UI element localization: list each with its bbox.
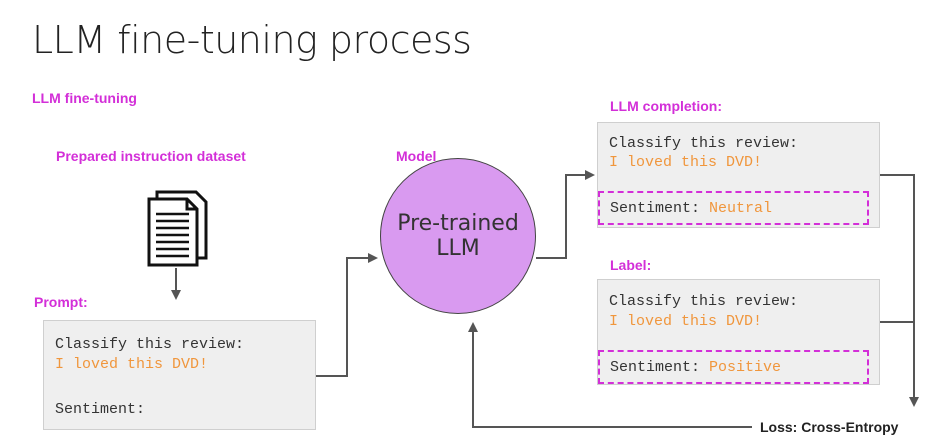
loss-label: Loss: Cross-Entropy <box>760 419 899 435</box>
page-title: LLM fine-tuning process <box>32 18 472 62</box>
completion-sentiment-value: Neutral <box>709 200 773 217</box>
prompt-line-1: Classify this review: <box>55 336 245 353</box>
completion-box: Classify this review: I loved this DVD! … <box>597 122 880 228</box>
label-sentiment-value: Positive <box>709 359 782 376</box>
dataset-label: Prepared instruction dataset <box>56 148 246 164</box>
completion-sentiment-highlight: Sentiment: Neutral <box>598 191 869 225</box>
label-label: Label: <box>610 257 652 273</box>
prompt-box: Classify this review: I loved this DVD! … <box>43 320 316 430</box>
bracket-completion <box>880 174 915 322</box>
completion-sentiment-row: Sentiment: Neutral <box>610 200 772 217</box>
section-label: LLM fine-tuning <box>32 90 137 106</box>
label-line-2: I loved this DVD! <box>609 313 763 330</box>
arrow-loss-to-model <box>468 322 752 428</box>
document-icon <box>147 190 208 267</box>
label-sentiment-highlight: Sentiment: Positive <box>598 350 869 384</box>
prompt-line-3: Sentiment: <box>55 401 146 418</box>
label-sentiment-row: Sentiment: Positive <box>610 359 781 376</box>
label-box: Classify this review: I loved this DVD! … <box>597 279 880 385</box>
completion-line-1: Classify this review: <box>609 135 799 152</box>
label-line-1: Classify this review: <box>609 293 799 310</box>
label-sentiment-key: Sentiment: <box>610 359 701 376</box>
arrow-model-to-completion <box>536 170 595 259</box>
prompt-line-2: I loved this DVD! <box>55 356 209 373</box>
completion-label: LLM completion: <box>610 98 722 114</box>
model-label: Model <box>396 148 437 164</box>
prompt-label: Prompt: <box>34 294 88 310</box>
completion-line-2: I loved this DVD! <box>609 154 763 171</box>
arrow-prompt-to-model <box>316 253 378 377</box>
completion-sentiment-key: Sentiment: <box>610 200 701 217</box>
